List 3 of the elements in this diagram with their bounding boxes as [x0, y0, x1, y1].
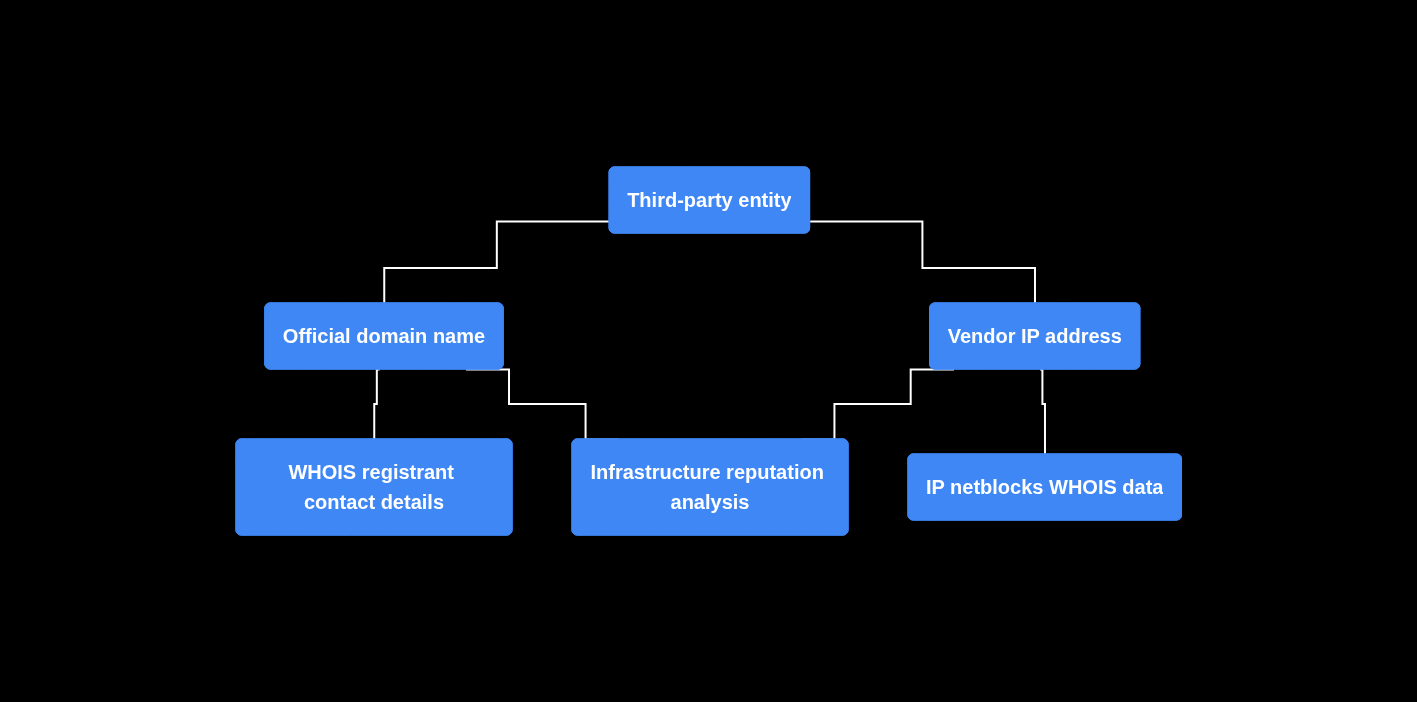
connector: [808, 220, 1036, 305]
connector: [1038, 368, 1046, 456]
connector: [373, 368, 381, 441]
